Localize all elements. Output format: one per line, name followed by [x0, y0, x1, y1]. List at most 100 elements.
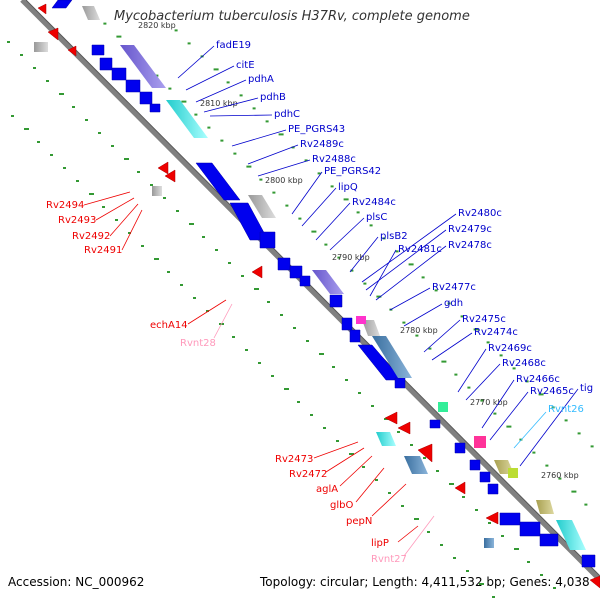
feature-purple — [120, 45, 166, 88]
tick-mark — [350, 269, 354, 272]
gene-block — [259, 231, 276, 249]
gene-label-Rvnt27: Rvnt27 — [371, 554, 407, 565]
tick-mark — [306, 340, 309, 342]
tick-mark — [324, 243, 328, 246]
feature-gray — [248, 195, 276, 218]
feature-purple — [312, 270, 344, 294]
tick-mark — [564, 419, 568, 422]
gene-label-pdhA: pdhA — [248, 74, 274, 85]
tick-mark — [265, 120, 269, 123]
scale-label: 2810 kbp — [200, 99, 238, 108]
tick-mark — [571, 490, 577, 493]
gene-block — [479, 471, 491, 483]
tick-mark — [187, 42, 191, 45]
feature-green — [438, 402, 448, 412]
accession-label: Accession: NC_000962 — [8, 575, 145, 589]
tick-mark — [488, 522, 491, 524]
gene-label-aglA: aglA — [316, 484, 338, 495]
tick-mark — [154, 258, 159, 260]
tick-mark — [202, 236, 205, 238]
gene-block — [329, 294, 343, 308]
gene-block — [349, 329, 361, 343]
tick-mark — [284, 388, 289, 390]
tick-mark — [402, 321, 406, 324]
tick-mark — [116, 35, 122, 38]
tick-mark — [423, 457, 426, 459]
gene-label-Rv2488c: Rv2488c — [312, 154, 356, 165]
gene-block — [487, 483, 499, 495]
tick-mark — [285, 204, 289, 207]
gene-block — [384, 411, 398, 425]
gene-label-pdhC: pdhC — [274, 109, 300, 120]
gene-label-Rv2491: Rv2491 — [84, 245, 122, 256]
tick-mark — [525, 380, 529, 383]
tick-mark — [228, 262, 231, 264]
tick-mark — [362, 466, 365, 468]
tick-mark — [89, 193, 94, 195]
tick-mark — [363, 282, 367, 285]
gene-label-citE: citE — [236, 60, 255, 71]
gene-block — [99, 57, 113, 71]
tick-mark — [278, 133, 284, 136]
feature-olive — [508, 468, 518, 478]
gene-label-plsC: plsC — [366, 212, 387, 223]
tick-mark — [272, 191, 276, 194]
tick-mark — [189, 223, 194, 225]
tick-mark — [369, 224, 373, 227]
tick-mark — [545, 464, 549, 467]
tick-mark — [441, 360, 447, 363]
feature-gray — [34, 42, 48, 52]
tick-mark — [258, 362, 261, 364]
gene-label-tig: tig — [580, 383, 593, 394]
tick-mark — [345, 379, 348, 381]
tick-mark — [241, 275, 244, 277]
gene-label-lipP: lipP — [371, 538, 389, 549]
gene-block — [469, 459, 481, 471]
tick-mark — [553, 587, 556, 589]
scale-label: 2770 kbp — [470, 398, 508, 407]
gene-label-Rv2494: Rv2494 — [46, 200, 84, 211]
tick-mark — [336, 440, 339, 442]
feature-magenta — [356, 316, 366, 324]
gene-label-glbO: glbO — [330, 500, 353, 511]
gene-label-fadE19: fadE19 — [216, 40, 251, 51]
scale-label: 2800 kbp — [265, 176, 303, 185]
tick-mark — [226, 81, 230, 84]
tick-mark — [414, 518, 419, 520]
tick-mark — [434, 289, 438, 292]
genome-backbone — [20, 0, 600, 582]
tick-mark — [33, 67, 36, 69]
tick-mark — [206, 310, 209, 312]
tick-mark — [371, 405, 374, 407]
tick-mark — [85, 119, 88, 121]
gene-block — [47, 27, 59, 41]
gene-label-Rvnt28: Rvnt28 — [180, 338, 216, 349]
gene-block — [499, 512, 521, 526]
gene-label-Rv2489c: Rv2489c — [300, 139, 344, 150]
gene-label-Rv2480c: Rv2480c — [458, 208, 502, 219]
tick-mark — [343, 198, 349, 201]
tick-mark — [493, 412, 497, 415]
tick-mark — [323, 427, 326, 429]
tick-mark — [239, 94, 243, 97]
tick-mark — [297, 401, 300, 403]
right-labels: fadE19 citE pdhA pdhB pdhC PE_PGRS43 Rv2… — [177, 40, 593, 467]
tick-mark — [103, 22, 107, 25]
tick-mark — [259, 178, 263, 181]
feature-gray — [152, 186, 162, 196]
tick-mark — [128, 232, 131, 234]
tick-mark — [538, 393, 544, 396]
gene-label-gdh: gdh — [444, 298, 463, 309]
tick-mark — [168, 87, 172, 90]
tick-mark — [460, 315, 464, 318]
gene-block — [149, 103, 161, 113]
gene-label-Rv2479c: Rv2479c — [448, 224, 492, 235]
tick-mark — [7, 41, 10, 43]
gene-block — [485, 511, 499, 525]
tick-mark — [193, 297, 196, 299]
gene-block — [251, 265, 263, 279]
gene-label-Rv2474c: Rv2474c — [474, 327, 518, 338]
tick-mark — [141, 245, 144, 247]
tick-mark — [375, 479, 378, 481]
tick-mark — [584, 503, 588, 506]
